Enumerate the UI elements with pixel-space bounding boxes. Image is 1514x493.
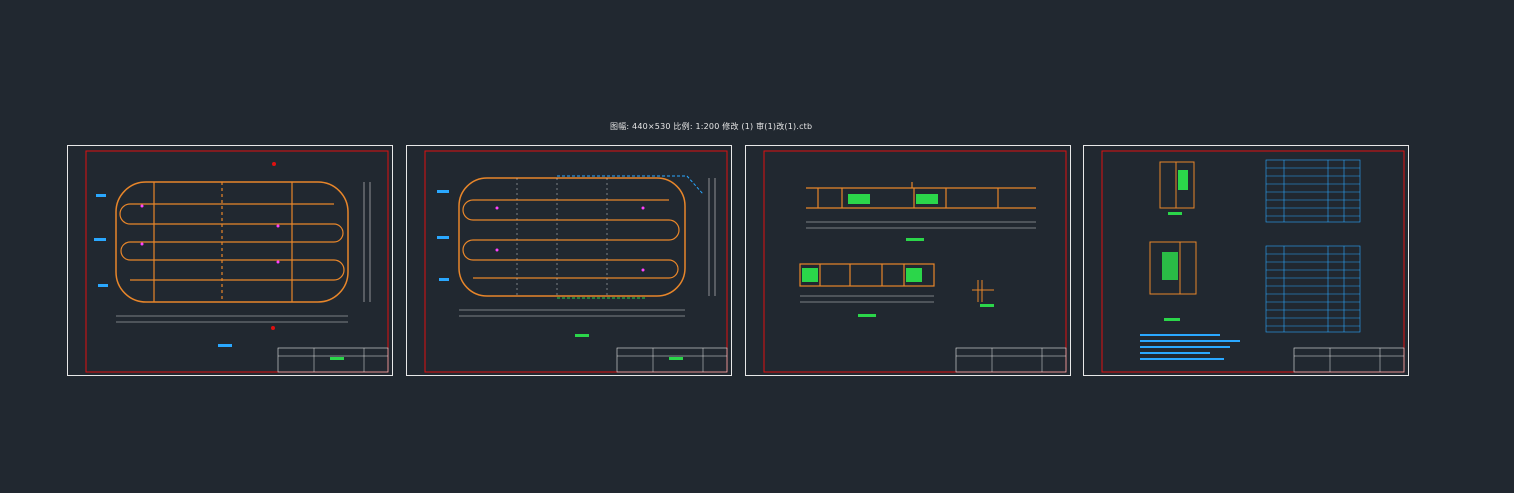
sheet-4-drawing <box>1101 150 1405 373</box>
drawing-sheet-3[interactable] <box>745 145 1071 376</box>
drawing-sheet-1[interactable] <box>67 145 393 376</box>
drawing-sheet-2[interactable] <box>406 145 732 376</box>
drawing-caption: 图幅: 440×530 比例: 1:200 修改 (1) 审(1)改(1).ct… <box>610 122 813 131</box>
sheet-1-drawing <box>85 150 389 373</box>
sheet-2-drawing <box>424 150 728 373</box>
sheet-3-drawing <box>763 150 1067 373</box>
drawing-sheet-4[interactable] <box>1083 145 1409 376</box>
